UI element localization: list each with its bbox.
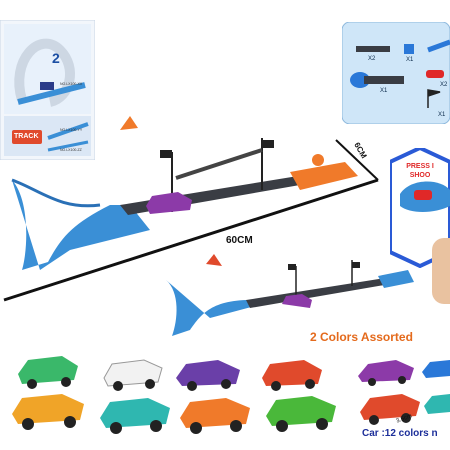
parts-qty-flag: X1: [438, 112, 446, 118]
parts-panel-art: [342, 22, 450, 124]
product-box-track-label: TRACK: [14, 133, 39, 140]
press-badge-line2: SHOO: [410, 172, 431, 179]
product-box-info-3: NO.LX100-ZZ: [60, 148, 82, 152]
press-badge-line1: PRESS I: [406, 163, 434, 170]
colors-assorted-caption: 2 Colors Assorted: [310, 330, 413, 344]
checkered-flag: [160, 150, 172, 158]
cars-count-caption: Car :12 colors n: [362, 428, 438, 439]
parts-qty-block: X1: [406, 57, 414, 63]
product-box: 2 TRACK NO.LX100-XX NO.LX100-YY NO.LX100…: [0, 20, 95, 160]
blue-ramp: [12, 180, 150, 270]
car-5: [358, 360, 414, 386]
orange-launcher: [290, 162, 358, 190]
parts-panel: X2 X1 X1 X2 X1: [342, 22, 450, 124]
car-11: [360, 394, 420, 425]
blue-ramp-small: [166, 280, 255, 336]
product-box-info-2: NO.LX100-YY: [60, 128, 83, 132]
car-grid: [12, 356, 450, 434]
loose-block-small: [206, 254, 222, 266]
car-6: [422, 360, 450, 378]
length-dimension-line: [3, 178, 379, 302]
straight-track-small: [246, 276, 402, 308]
press-to-shoot-badge: PRESS I SHOO: [390, 148, 450, 268]
hand-graphic: [432, 238, 450, 304]
car-9: [180, 398, 250, 434]
car-3: [176, 360, 240, 391]
parts-qty-car: X2: [440, 82, 448, 88]
car-10: [266, 396, 336, 432]
width-dimension-line: [335, 139, 379, 181]
parts-qty-launcher: X1: [380, 88, 388, 94]
product-box-art: [0, 20, 95, 160]
car-4: [262, 360, 322, 391]
car-7: [12, 394, 84, 430]
car-12: [424, 394, 450, 414]
purple-car: [146, 192, 192, 214]
parts-qty-track: X2: [368, 56, 376, 62]
loose-block: [120, 116, 138, 130]
product-box-number: 2: [52, 50, 60, 66]
blue-launcher-small: [378, 270, 414, 288]
purple-car-small: [282, 294, 312, 308]
car-2: [103, 359, 163, 391]
car-1: [18, 356, 78, 389]
product-box-info-1: NO.LX100-XX: [60, 82, 83, 86]
length-label: 60CM: [226, 235, 253, 246]
checkered-flag-2: [262, 140, 274, 148]
car-8: [100, 398, 170, 434]
